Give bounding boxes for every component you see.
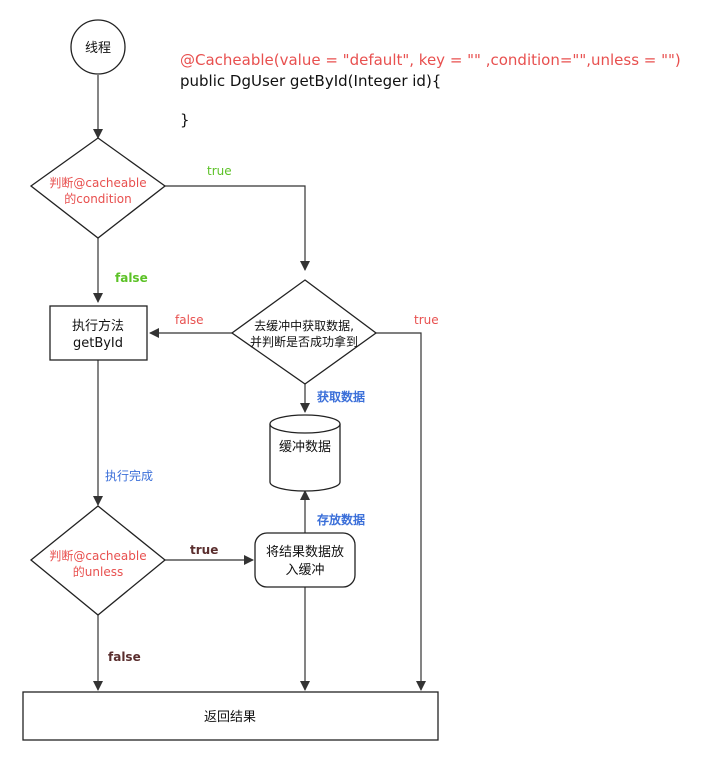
edge-condition-true — [165, 185, 310, 271]
get-from-cache-line2: 并判断是否成功拿到 — [250, 334, 358, 349]
edge-label-condition-true: true — [207, 164, 232, 178]
cache-store-label: 缓冲数据 — [279, 440, 331, 455]
put-into-cache-line1: 将结果数据放 — [266, 545, 344, 560]
node-check-unless: 判断@cacheable 的unless — [29, 505, 167, 616]
edge-label-store-data: 存放数据 — [316, 512, 365, 527]
check-condition-line1: 判断@cacheable — [49, 175, 146, 190]
node-cache-store: 缓冲数据 — [269, 414, 341, 492]
execute-method-line2: getById — [73, 336, 123, 351]
node-get-from-cache: 去缓冲中获取数据, 并判断是否成功拿到 — [230, 279, 378, 385]
put-into-cache-line2: 入缓冲 — [285, 563, 324, 578]
edge-label-execution-done: 执行完成 — [105, 468, 153, 483]
execute-method-line1: 执行方法 — [72, 318, 124, 334]
start-label: 线程 — [85, 41, 111, 56]
edge-label-condition-false: false — [115, 271, 148, 285]
check-unless-line2: 的unless — [73, 564, 123, 579]
edge-label-unless-true: true — [190, 543, 218, 557]
node-execute-method: 执行方法 getById — [49, 305, 148, 361]
edge-label-cache-hit: true — [414, 313, 439, 327]
code-closing-brace: } — [180, 111, 190, 129]
edge-label-cache-miss: false — [175, 313, 204, 327]
code-signature: public DgUser getById(Integer id){ — [180, 72, 442, 90]
edge-cache-hit — [376, 332, 426, 691]
node-check-condition: 判断@cacheable 的condition — [29, 137, 167, 239]
code-annotation: @Cacheable(value = "default", key = "" ,… — [180, 51, 681, 69]
edge-label-unless-false: false — [108, 650, 141, 664]
edge-label-fetch-data: 获取数据 — [316, 389, 365, 404]
check-condition-line2: 的condition — [64, 191, 131, 206]
check-unless-line1: 判断@cacheable — [49, 548, 146, 563]
return-result-label: 返回结果 — [204, 710, 256, 725]
node-return-result: 返回结果 — [22, 691, 439, 741]
node-put-into-cache: 将结果数据放 入缓冲 — [254, 532, 356, 588]
node-start: 线程 — [70, 19, 126, 75]
get-from-cache-line1: 去缓冲中获取数据, — [254, 318, 354, 333]
